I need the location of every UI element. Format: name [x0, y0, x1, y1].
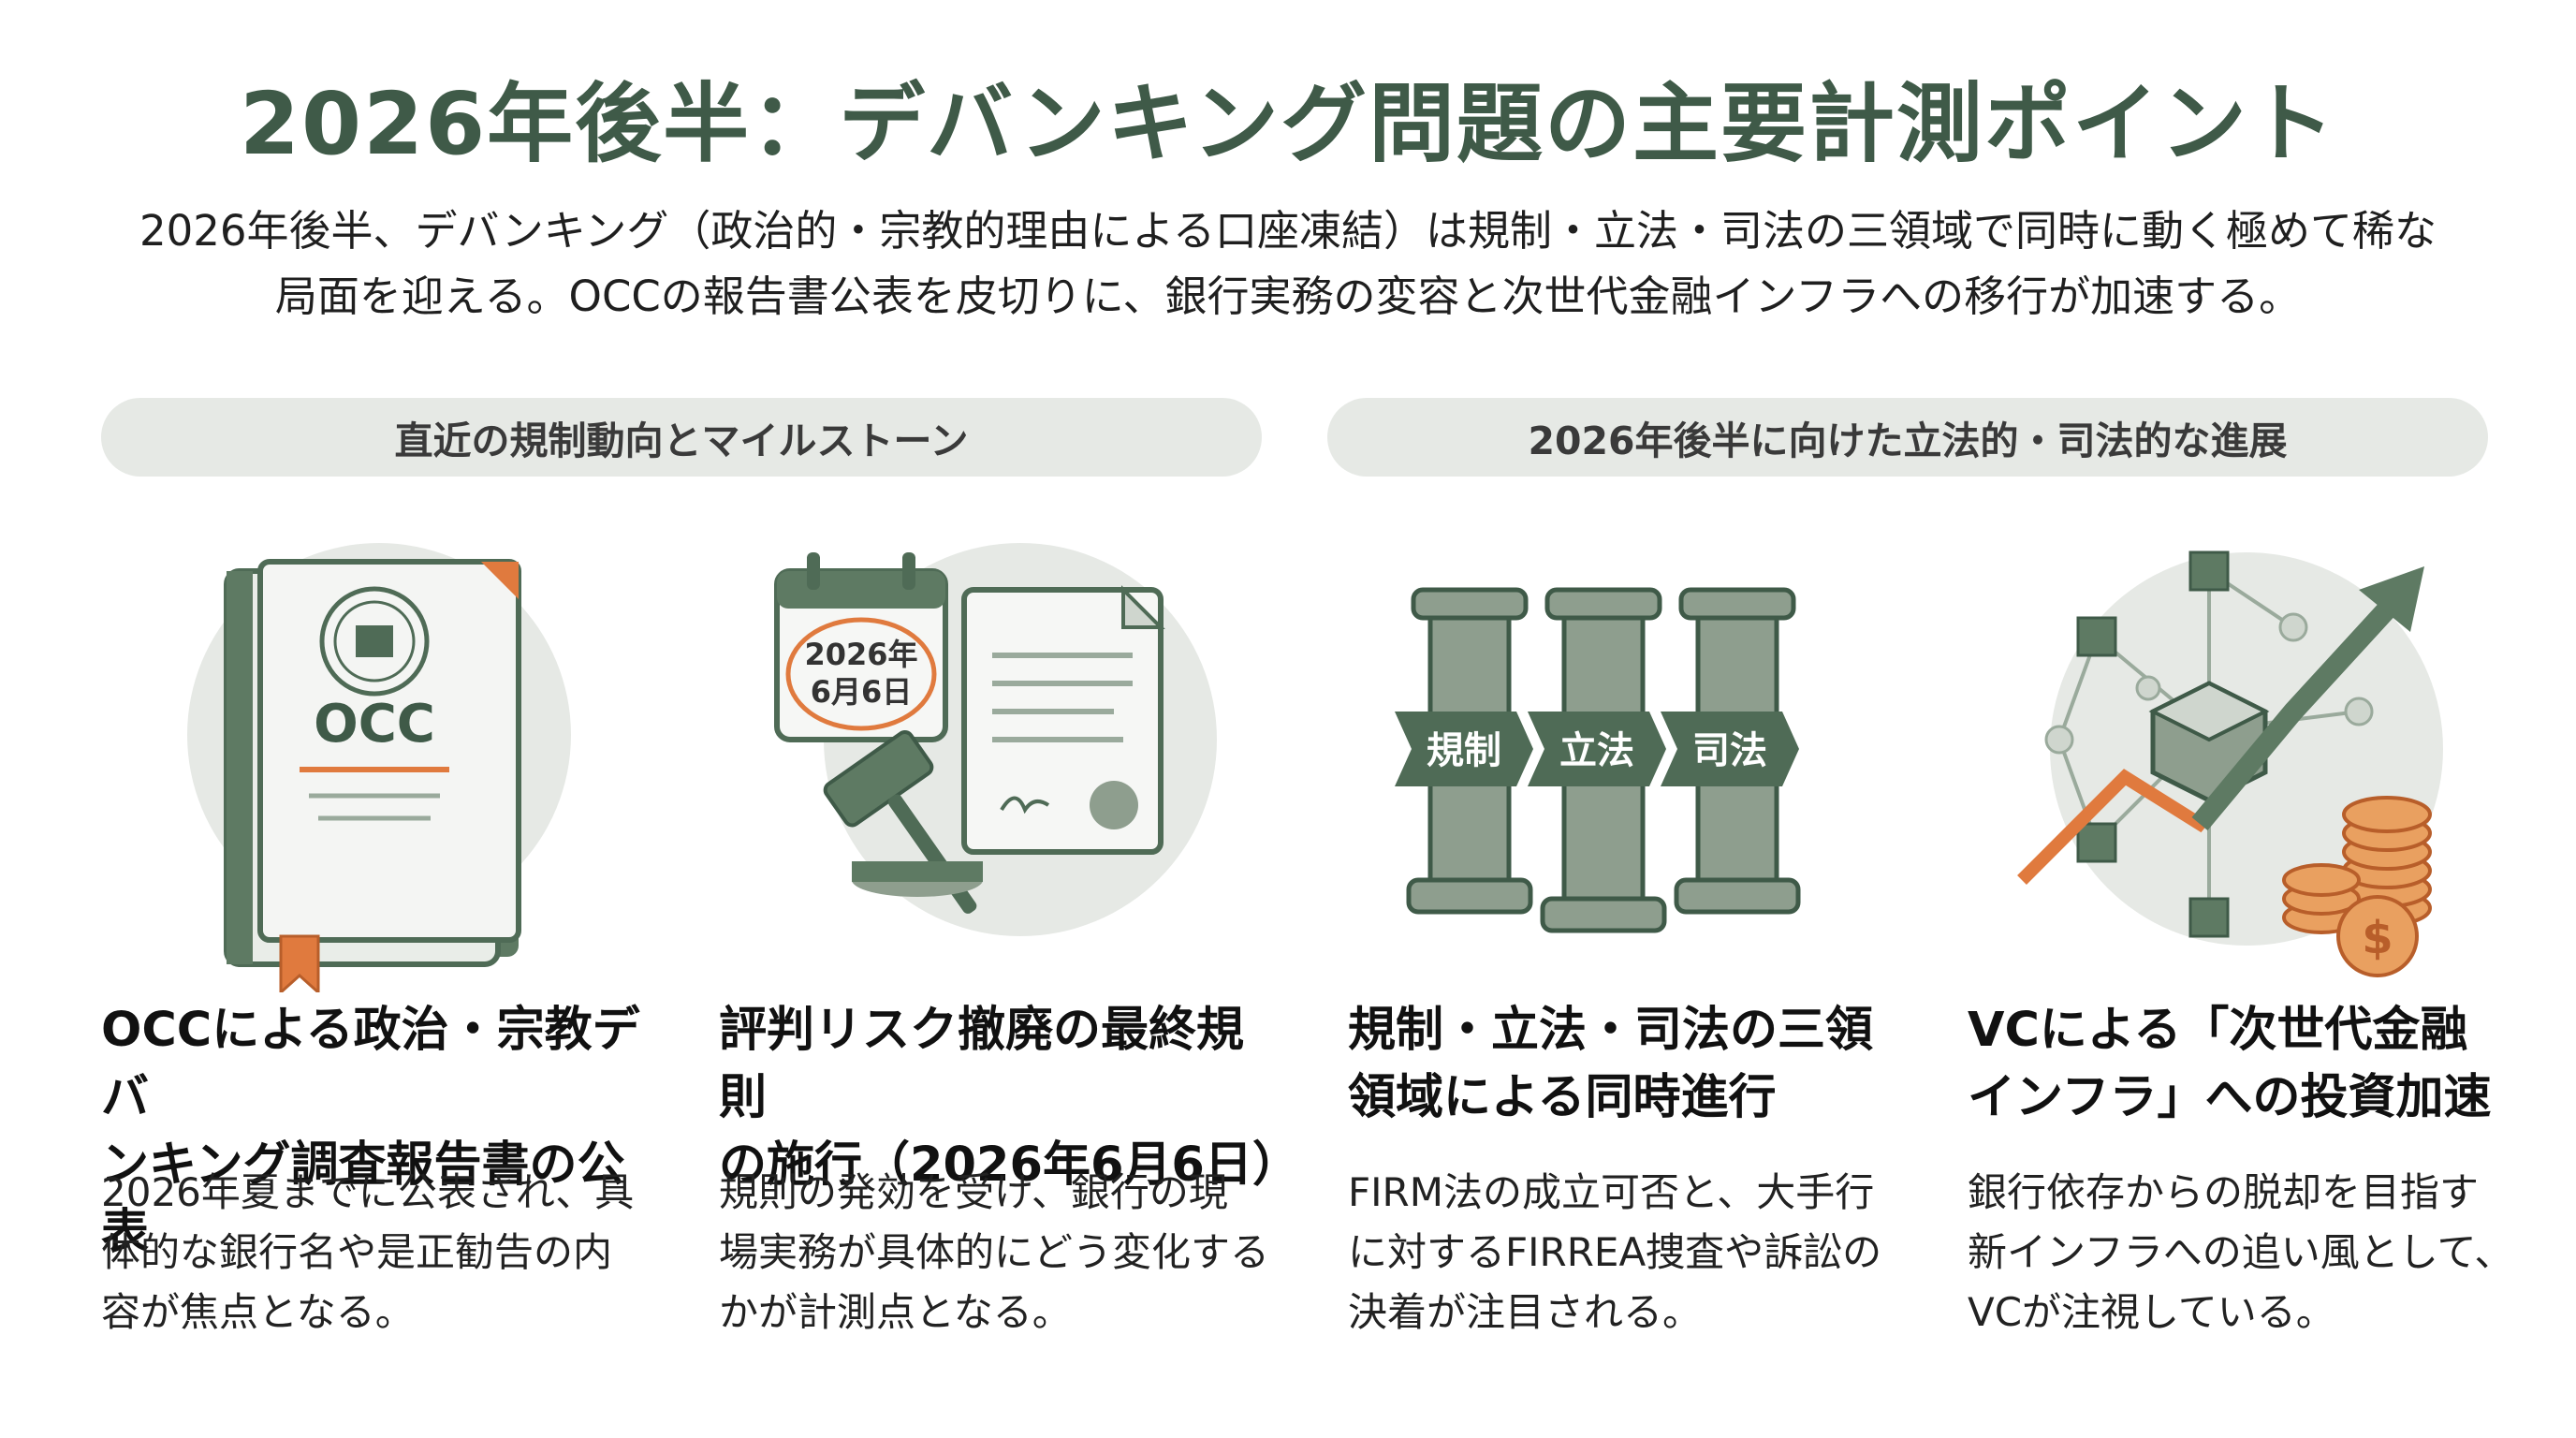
intro-line-1: 2026年後半、デバンキング（政治的・宗教的理由による口座凍結）は規制・立法・司… [139, 206, 2437, 256]
three-pillars-illustration: 規制 立法 司法 [1367, 524, 1891, 992]
card-2-body: 規則の発効を受け、銀行の現 場実務が具体的にどう変化する かが計測点となる。 [719, 1163, 1281, 1343]
pillar-label-judiciary: 司法 [1692, 729, 1767, 772]
card-1-body-line-1: 2026年夏までに公表され、具 [101, 1169, 635, 1215]
network-growth-icon: $ [2017, 550, 2443, 977]
occ-report-illustration: OCC [122, 524, 646, 996]
section-header-right: 2026年後半に向けた立法的・司法的な進展 [1327, 398, 2488, 477]
card-3-title-line-2: 領域による同時進行 [1348, 1070, 1777, 1125]
card-1-title-line-1: OCCによる政治・宗教デバ [101, 1003, 640, 1125]
card-4-body-line-2: 新インフラへの追い風として、 [1968, 1229, 2514, 1275]
card-3-body: FIRM法の成立可否と、大手行 に対するFIRREA捜査や訴訟の 決着が注目され… [1348, 1163, 1910, 1343]
card-3-title-line-1: 規制・立法・司法の三領 [1348, 1003, 1874, 1058]
calendar-gavel-icon: 2026年 6月6日 [774, 543, 1217, 936]
card-3-body-line-3: 決着が注目される。 [1348, 1289, 1703, 1335]
card-4-title-line-1: VCによる「次世代金融 [1968, 1003, 2468, 1058]
fintech-infra-illustration: $ [1984, 524, 2509, 992]
card-2-body-line-2: 場実務が具体的にどう変化する [719, 1229, 1270, 1275]
card-4-body: 銀行依存からの脱却を目指す 新インフラへの追い風として、 VCが注視している。 [1968, 1163, 2529, 1343]
card-2-title-line-2: の施行（2026年6月6日） [719, 1137, 1300, 1193]
intro-text: 2026年後半、デバンキング（政治的・宗教的理由による口座凍結）は規制・立法・司… [94, 198, 2482, 330]
pillars-icon: 規制 立法 司法 [1395, 587, 1801, 933]
section-header-left: 直近の規制動向とマイルストーン [101, 398, 1262, 477]
card-3-body-line-2: に対するFIRREA捜査や訴訟の [1348, 1229, 1882, 1275]
card-3-title: 規制・立法・司法の三領 領域による同時進行 [1348, 997, 1910, 1132]
card-2-title: 評判リスク撤廃の最終規則 の施行（2026年6月6日） [719, 997, 1300, 1199]
card-2-title-line-1: 評判リスク撤廃の最終規則 [719, 1003, 1245, 1125]
coin-symbol: $ [2362, 912, 2393, 964]
card-1-body: 2026年夏までに公表され、具 体的な銀行名や是正勧告の内 容が焦点となる。 [101, 1163, 663, 1343]
intro-line-2: 局面を迎える。OCCの報告書公表を皮切りに、銀行実務の変容と次世代金融インフラへ… [274, 271, 2302, 321]
book-icon: OCC [187, 543, 571, 996]
card-2-body-line-3: かが計測点となる。 [719, 1289, 1072, 1335]
card-1-title-line-2: ンキング調査報告書の公表 [101, 1137, 625, 1260]
card-1-body-line-3: 容が焦点となる。 [101, 1289, 415, 1335]
book-label: OCC [314, 694, 435, 755]
card-4-title: VCによる「次世代金融 インフラ」への投資加速 [1968, 997, 2529, 1132]
calendar-year: 2026年 [804, 637, 917, 672]
pillar-label-regulation: 規制 [1427, 729, 1501, 772]
card-1-title: OCCによる政治・宗教デバ ンキング調査報告書の公表 [101, 997, 663, 1267]
card-2-body-line-1: 規則の発効を受け、銀行の現 [719, 1169, 1228, 1215]
calendar-date: 6月6日 [811, 674, 913, 710]
pillar-label-legislation: 立法 [1559, 729, 1634, 772]
card-4-body-line-1: 銀行依存からの脱却を目指す [1968, 1169, 2480, 1215]
card-4-body-line-3: VCが注視している。 [1968, 1289, 2335, 1335]
card-3-body-line-1: FIRM法の成立可否と、大手行 [1348, 1169, 1875, 1215]
card-1-body-line-2: 体的な銀行名や是正勧告の内 [101, 1229, 613, 1275]
page-title: 2026年後半：デバンキング問題の主要計測ポイント [240, 74, 2336, 174]
rule-effective-illustration: 2026年 6月6日 [739, 524, 1264, 992]
card-4-title-line-2: インフラ」への投資加速 [1968, 1070, 2492, 1125]
